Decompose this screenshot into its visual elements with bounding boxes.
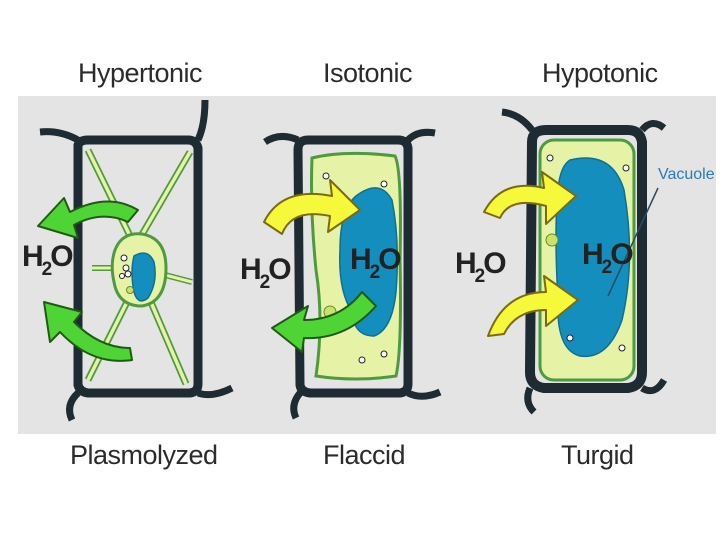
organelle bbox=[546, 154, 554, 162]
vacuole bbox=[339, 187, 399, 337]
arrow-in-lower bbox=[487, 275, 579, 337]
wall-extension bbox=[640, 378, 668, 395]
organelle bbox=[119, 273, 125, 279]
heading-isotonic: Isotonic bbox=[323, 58, 413, 88]
organelle bbox=[380, 350, 388, 358]
organelle bbox=[122, 264, 130, 272]
vacuole-water-label-isotonic: H2O bbox=[350, 243, 402, 283]
vacuole-water-label-hypotonic: H2O bbox=[582, 238, 634, 278]
organelle bbox=[566, 334, 574, 342]
organelle bbox=[126, 286, 134, 294]
heading-hypertonic: Hypertonic bbox=[78, 58, 203, 88]
organelle bbox=[618, 344, 626, 352]
water-in-arrows bbox=[483, 171, 579, 337]
isotonic-arrows bbox=[263, 179, 377, 353]
wall-extension bbox=[290, 390, 303, 420]
water-out-arrows bbox=[37, 197, 139, 362]
organelle bbox=[120, 254, 128, 262]
wall-extension bbox=[194, 99, 209, 142]
arrow-in-upper bbox=[483, 171, 577, 225]
wall-extension bbox=[501, 108, 535, 133]
organelle bbox=[622, 164, 630, 172]
water-label-hypotonic: H2O bbox=[455, 247, 507, 287]
water-label-hypertonic: H2O bbox=[22, 240, 74, 280]
heading-hypotonic: Hypotonic bbox=[542, 58, 658, 88]
wall-extension bbox=[405, 128, 436, 143]
wall-extension bbox=[66, 390, 81, 422]
wall-extension bbox=[639, 120, 667, 133]
vacuole-callout-label: Vacuole bbox=[658, 166, 715, 183]
wall-extension bbox=[39, 128, 80, 144]
wall-extension bbox=[524, 386, 537, 415]
organelle bbox=[322, 172, 330, 180]
arrow-out-upper bbox=[37, 197, 139, 239]
wall-extension bbox=[196, 384, 234, 399]
caption-flaccid: Flaccid bbox=[323, 440, 406, 470]
cell-wall bbox=[293, 135, 413, 398]
wall-extension bbox=[406, 388, 442, 400]
arrow-out-lower bbox=[43, 301, 133, 362]
wall-extension bbox=[263, 133, 300, 146]
caption-plasmolyzed: Plasmolyzed bbox=[70, 440, 218, 470]
plasmolyzed-cell bbox=[39, 99, 234, 422]
cell-wall bbox=[525, 125, 647, 393]
vacuole-callout-line bbox=[607, 187, 659, 297]
vacuole bbox=[131, 252, 156, 302]
organelle bbox=[358, 356, 366, 364]
chloroplast bbox=[545, 233, 559, 247]
cell-wall bbox=[73, 135, 203, 398]
arrow-in bbox=[263, 179, 361, 235]
arrow-out bbox=[271, 291, 377, 353]
caption-turgid: Turgid bbox=[561, 440, 634, 470]
organelle bbox=[124, 270, 132, 278]
water-label-isotonic: H2O bbox=[240, 253, 292, 293]
organelle bbox=[380, 180, 388, 188]
